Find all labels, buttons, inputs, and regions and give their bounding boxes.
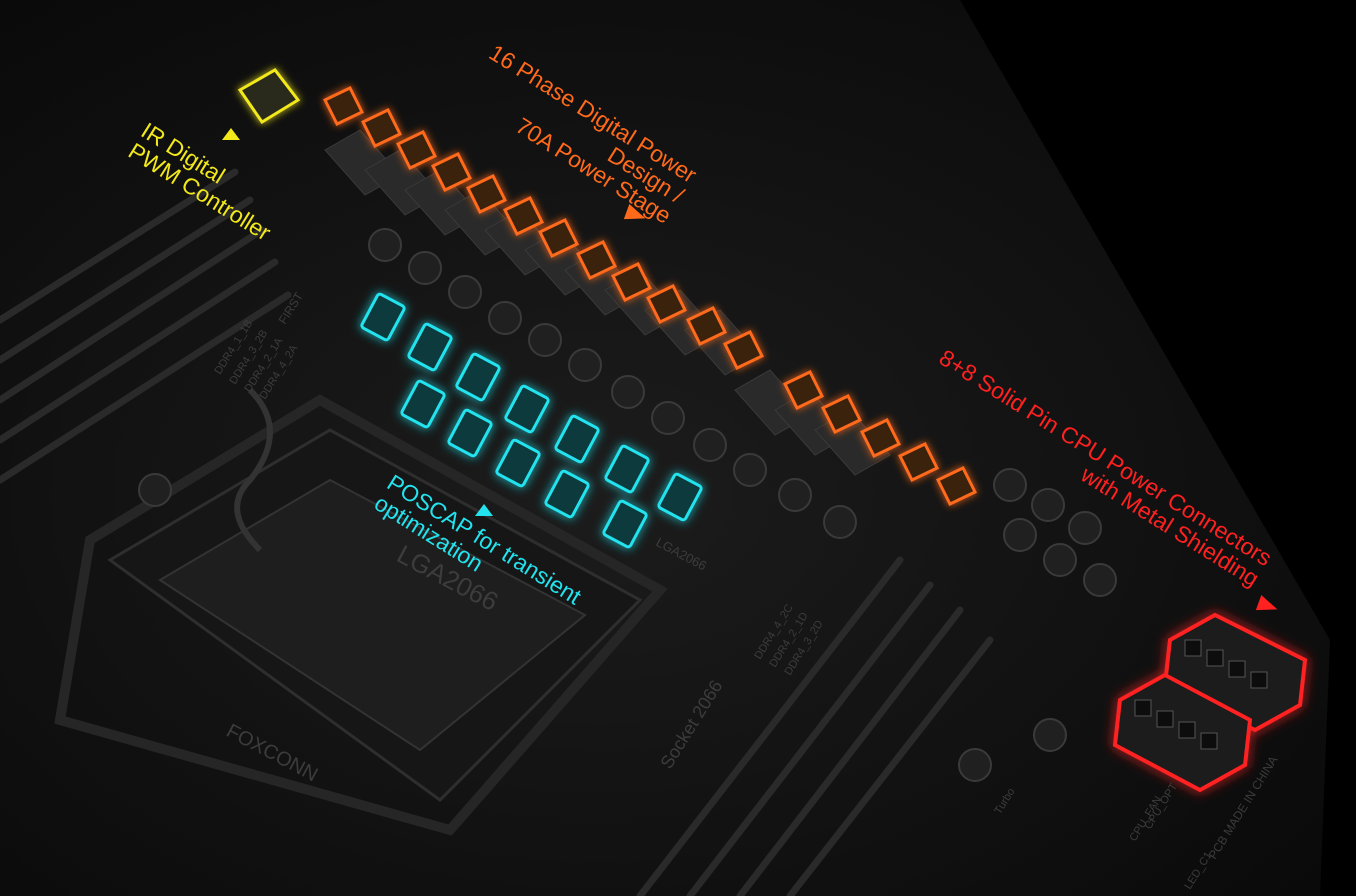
- dimm-slots-left: [0, 168, 292, 484]
- ir-indicator-arrow-icon: [222, 128, 240, 140]
- cpu-socket: [54, 387, 668, 836]
- poscap-indicator-arrow-icon: [475, 504, 493, 516]
- ir-pwm-controller-chip: [237, 68, 301, 125]
- cpu-power-connectors: [1112, 612, 1308, 793]
- poscap-capacitors: [360, 292, 703, 549]
- dimm-slots-right: [636, 556, 994, 896]
- capacitors: [138, 228, 1117, 782]
- power-stages: [322, 86, 978, 506]
